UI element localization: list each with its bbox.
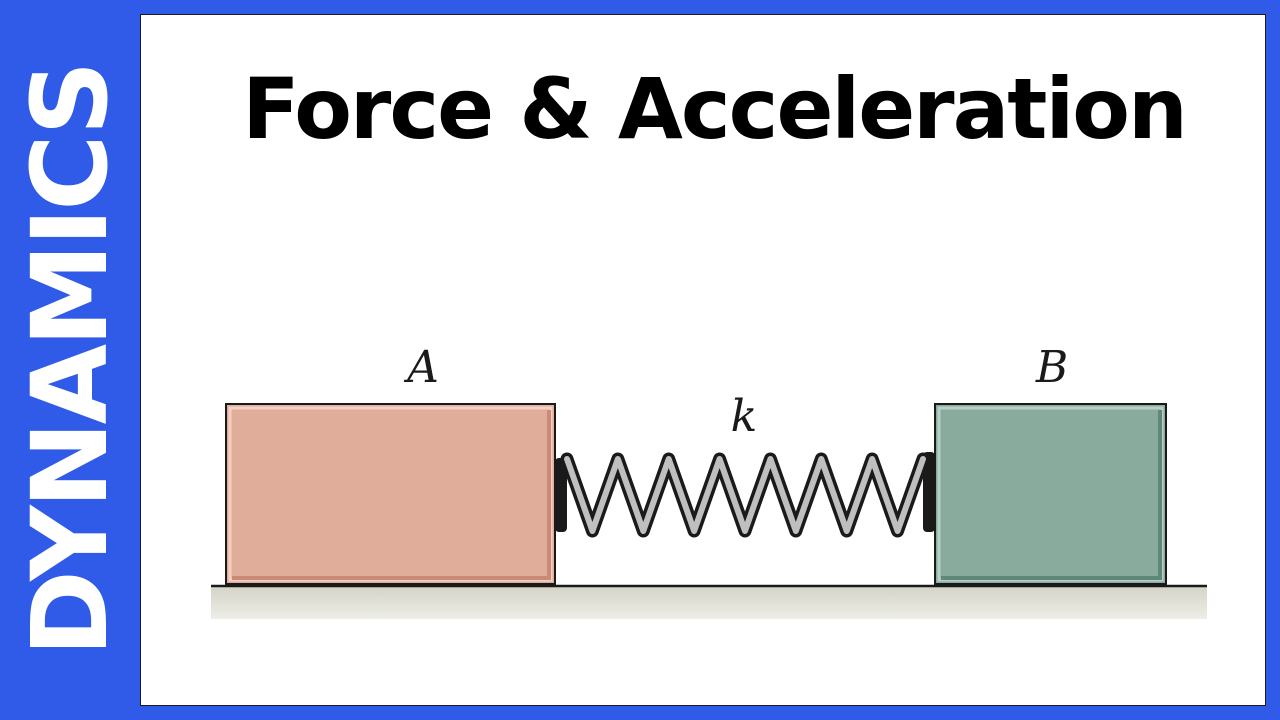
spring-label: k: [731, 391, 758, 442]
spring-end-right: [923, 452, 935, 532]
block-b-label: B: [1035, 342, 1068, 393]
spring-coil: [560, 452, 930, 538]
block-b: [934, 403, 1167, 585]
block-a: [225, 403, 556, 585]
ground-surface: [211, 586, 1207, 619]
content-panel: Force & Acceleration: [140, 14, 1266, 706]
page-title: Force & Acceleration: [242, 60, 1188, 158]
block-a-label: A: [403, 342, 439, 393]
spring-end-left: [555, 458, 567, 532]
side-label: DYNAMICS: [9, 63, 131, 657]
spring-coil-highlight: [564, 456, 926, 534]
spring-mass-diagram: A B k: [211, 342, 1207, 619]
